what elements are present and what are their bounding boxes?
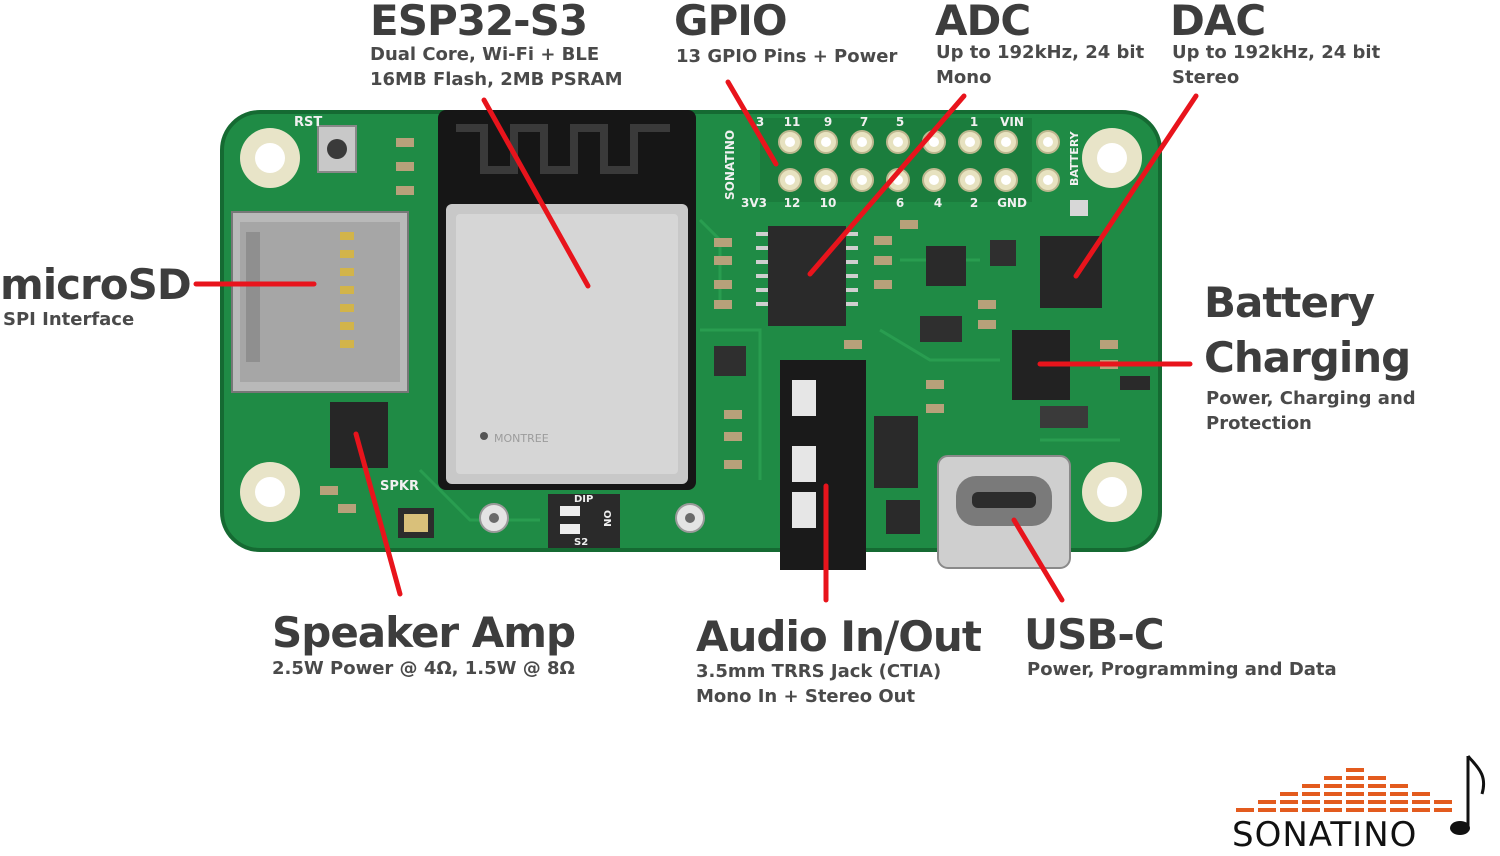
small-chip [920, 316, 962, 342]
speaker-amp-chip [330, 402, 388, 468]
gpio-header [760, 118, 1060, 202]
speaker-terminal [398, 508, 434, 538]
esp32-title: ESP32-S3 [370, 0, 588, 45]
silk-spkr: SPKR [380, 479, 419, 494]
pin-label: 7 [860, 115, 868, 129]
audio-line: Mono In + Stereo Out [696, 686, 916, 707]
charging-chip [1012, 330, 1070, 400]
audio-description: 3.5mm TRRS Jack (CTIA) Mono In + Stereo … [696, 659, 941, 709]
microsd-slot [231, 211, 409, 393]
pin-label: 9 [824, 115, 832, 129]
battery-title-line2: Charging [1204, 333, 1411, 382]
usbc-description: Power, Programming and Data [1027, 657, 1337, 682]
dac-description: Up to 192kHz, 24 bit Stereo [1172, 40, 1380, 90]
gpio-description: 13 GPIO Pins + Power [676, 44, 897, 69]
usbc-title: USB-C [1024, 610, 1165, 659]
pin-label: VIN [1000, 115, 1024, 129]
trim-pot-left [479, 503, 509, 533]
adc-title: ADC [935, 0, 1031, 45]
regulator-chip [926, 246, 966, 286]
dac-line: Up to 192kHz, 24 bit [1172, 42, 1381, 63]
mount-hole-bottom-right [1082, 462, 1142, 522]
esp32-description: Dual Core, Wi-Fi + BLE 16MB Flash, 2MB P… [370, 42, 622, 92]
silk-module-name: MONTREE [494, 432, 549, 445]
small-chip [990, 240, 1016, 266]
silk-sonatino: SONATINO [723, 130, 737, 200]
small-chip [886, 500, 920, 534]
pin-label: 1 [970, 115, 978, 129]
dac-line: Stereo [1172, 67, 1240, 88]
music-note-icon [1466, 755, 1485, 826]
small-chip [714, 346, 746, 376]
battery-title-line1: Battery [1204, 278, 1375, 327]
silk-dip: DIP [574, 494, 593, 505]
dac-chip [1040, 236, 1102, 308]
diode [874, 416, 918, 488]
adc-chip [768, 226, 846, 326]
silk-battery: BATTERY [1068, 130, 1081, 186]
microsd-line: SPI Interface [3, 309, 135, 330]
pin-label: 2 [970, 196, 978, 210]
audio-line: 3.5mm TRRS Jack (CTIA) [696, 661, 942, 682]
pin-label: 3 [756, 115, 764, 129]
gpio-line: 13 GPIO Pins + Power [676, 46, 898, 67]
adc-description: Up to 192kHz, 24 bit Mono [936, 40, 1144, 90]
battery-line: Power, Charging and [1206, 388, 1416, 409]
audio-title: Audio In/Out [696, 612, 982, 661]
mount-hole-bottom-left [240, 462, 300, 522]
sonatino-logo-bars [1236, 755, 1485, 835]
battery-description: Power, Charging and Protection [1206, 386, 1416, 436]
microsd-title: microSD [0, 260, 192, 309]
pin-label: 5 [896, 115, 904, 129]
microsd-description: SPI Interface [3, 307, 134, 332]
esp32-module [438, 110, 696, 490]
adc-line: Up to 192kHz, 24 bit [936, 42, 1145, 63]
esp32-line: 16MB Flash, 2MB PSRAM [370, 69, 623, 90]
pin-label: 3V3 [741, 196, 767, 210]
usbc-line: Power, Programming and Data [1027, 659, 1337, 680]
pin-label: 12 [784, 196, 801, 210]
speaker-description: 2.5W Power @ 4Ω, 1.5W @ 8Ω [272, 656, 575, 681]
mount-hole-top-right [1082, 128, 1142, 188]
adc-line: Mono [936, 67, 992, 88]
dac-title: DAC [1170, 0, 1266, 45]
silk-rst: RST [294, 115, 322, 130]
silk-s2: S2 [574, 537, 588, 548]
pin-label: 6 [896, 196, 904, 210]
reset-button [317, 125, 357, 173]
audio-jack [780, 360, 866, 570]
gpio-title: GPIO [674, 0, 788, 45]
dip-switch [548, 494, 620, 548]
esp32-line: Dual Core, Wi-Fi + BLE [370, 44, 600, 65]
usb-c-port [937, 455, 1071, 569]
battery-line: Protection [1206, 413, 1312, 434]
silk-on: ON [601, 510, 612, 527]
speaker-line: 2.5W Power @ 4Ω, 1.5W @ 8Ω [272, 658, 575, 679]
pin-label: 10 [820, 196, 837, 210]
sonatino-logo-text: SONATINO [1232, 815, 1418, 855]
speaker-title: Speaker Amp [272, 608, 576, 657]
trim-pot-right [675, 503, 705, 533]
protection-chip [1040, 406, 1088, 428]
mount-hole-top-left [240, 128, 300, 188]
pin-label: GND [997, 196, 1027, 210]
pin-label: 11 [784, 115, 801, 129]
pin-label: 4 [934, 196, 942, 210]
